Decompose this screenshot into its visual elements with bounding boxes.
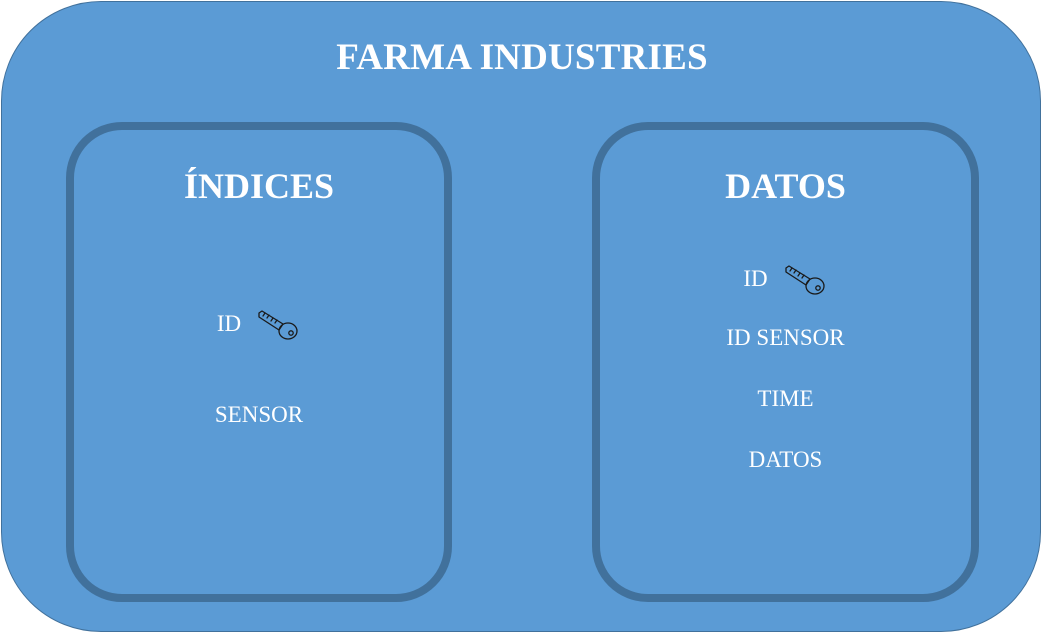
field-id-sensor: ID SENSOR: [726, 325, 845, 350]
key-icon: [784, 264, 828, 300]
entity-indices: ÍNDICES ID SENSOR: [66, 122, 452, 602]
field-row-id: ID: [74, 306, 444, 342]
entity-title: DATOS: [725, 166, 846, 206]
field-time: TIME: [757, 386, 814, 411]
field-datos: DATOS: [748, 447, 823, 472]
diagram-title: FARMA INDUSTRIES: [336, 37, 708, 78]
entity-datos: DATOS ID ID SENSOR TIME DATOS: [592, 122, 979, 602]
field-label-id: ID: [743, 266, 768, 291]
field-row-id: ID: [600, 261, 971, 297]
field-sensor: SENSOR: [214, 402, 304, 427]
key-icon: [257, 309, 301, 345]
field-label-id: ID: [216, 311, 242, 336]
entity-title: ÍNDICES: [183, 166, 335, 206]
